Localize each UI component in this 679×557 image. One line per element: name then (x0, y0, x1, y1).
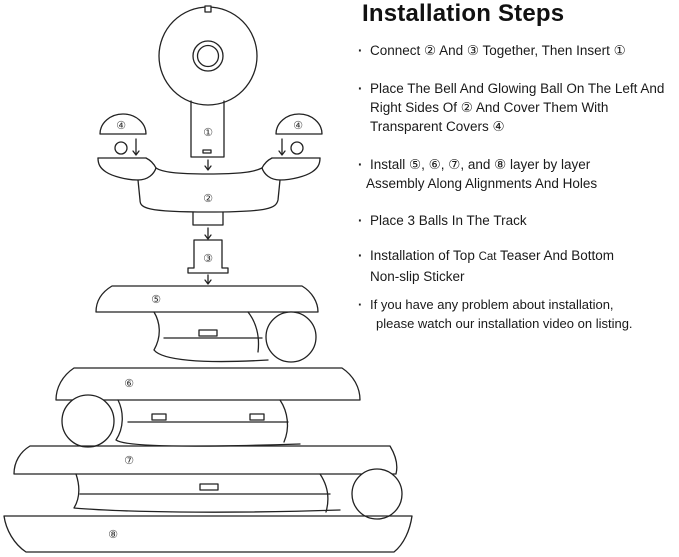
arrow-down-icon (132, 138, 140, 156)
step-6-line-1: If you have any problem about installati… (370, 297, 614, 312)
part-4-left-cover (99, 113, 147, 135)
part-5-label: ⑤ (151, 293, 161, 306)
step-3-line-2: Assembly Along Alignments And Holes (366, 176, 598, 191)
part-8-label: ⑧ (108, 528, 118, 541)
step-5-line-1a: Installation of Top (370, 248, 479, 263)
part-6-layer (55, 367, 361, 448)
part-2-label: ② (203, 192, 213, 205)
step-5-line-1b: Cat (478, 251, 497, 263)
bullet: · (358, 248, 363, 263)
arrow-down-icon (204, 159, 212, 171)
arrow-down-icon (278, 138, 286, 156)
bullet: · (358, 81, 363, 96)
arrow-down-icon (204, 227, 212, 240)
part-3-connector (187, 239, 229, 274)
part-3-label: ③ (203, 252, 213, 265)
step-2-line-1: Place The Bell And Glowing Ball On The L… (370, 81, 665, 96)
step-2-line-3: Transparent Covers ④ (370, 119, 505, 134)
part-4-right-label: ④ (293, 119, 303, 132)
glowing-ball-right (290, 141, 304, 155)
part-4-right-cover (275, 113, 323, 135)
part-4-left-label: ④ (116, 119, 126, 132)
part-8-base (3, 515, 413, 553)
part-7-label: ⑦ (124, 454, 134, 467)
step-5: · Installation of Top Cat Teaser And Bott… (358, 246, 614, 286)
part-1-teaser-ring (158, 5, 258, 158)
instructions-panel: Installation Steps · Connect ② And ③ Toge… (358, 0, 679, 557)
step-1: · Connect ② And ③ Together, Then Insert ① (358, 41, 626, 60)
arrow-down-icon (204, 274, 212, 285)
bullet: · (358, 297, 363, 312)
part-1-label: ① (203, 126, 213, 139)
bullet: · (358, 157, 363, 172)
step-2: · Place The Bell And Glowing Ball On The … (358, 79, 664, 136)
part-2-hub (97, 157, 321, 226)
step-3-line-1: Install ⑤, ⑥, ⑦, and ⑧ layer by layer (370, 157, 591, 172)
step-2-line-2: Right Sides Of ② And Cover Them With (370, 100, 609, 115)
step-6-line-2: please watch our installation video on l… (376, 316, 633, 331)
step-5-line-2a: Non-slip (370, 269, 424, 284)
step-5-line-1c: Teaser And Bottom (496, 248, 615, 263)
part-5-layer (95, 285, 319, 363)
step-5-line-2b: Sticker (423, 269, 465, 284)
step-3: · Install ⑤, ⑥, ⑦, and ⑧ layer by layer A… (358, 155, 597, 193)
part-7-layer (13, 445, 403, 520)
assembly-diagram: ① ④ ④ ② ③ (3, 5, 413, 553)
bell-ball-left (114, 141, 128, 155)
part-6-label: ⑥ (124, 377, 134, 390)
step-4-line-1: Place 3 Balls In The Track (370, 213, 527, 228)
step-1-line-1: Connect ② And ③ Together, Then Insert ① (370, 43, 626, 58)
step-4: · Place 3 Balls In The Track (358, 211, 527, 230)
bullet: · (358, 213, 363, 228)
step-6: · If you have any problem about installat… (358, 295, 633, 333)
installation-title: Installation Steps (362, 0, 565, 27)
bullet: · (358, 43, 363, 58)
